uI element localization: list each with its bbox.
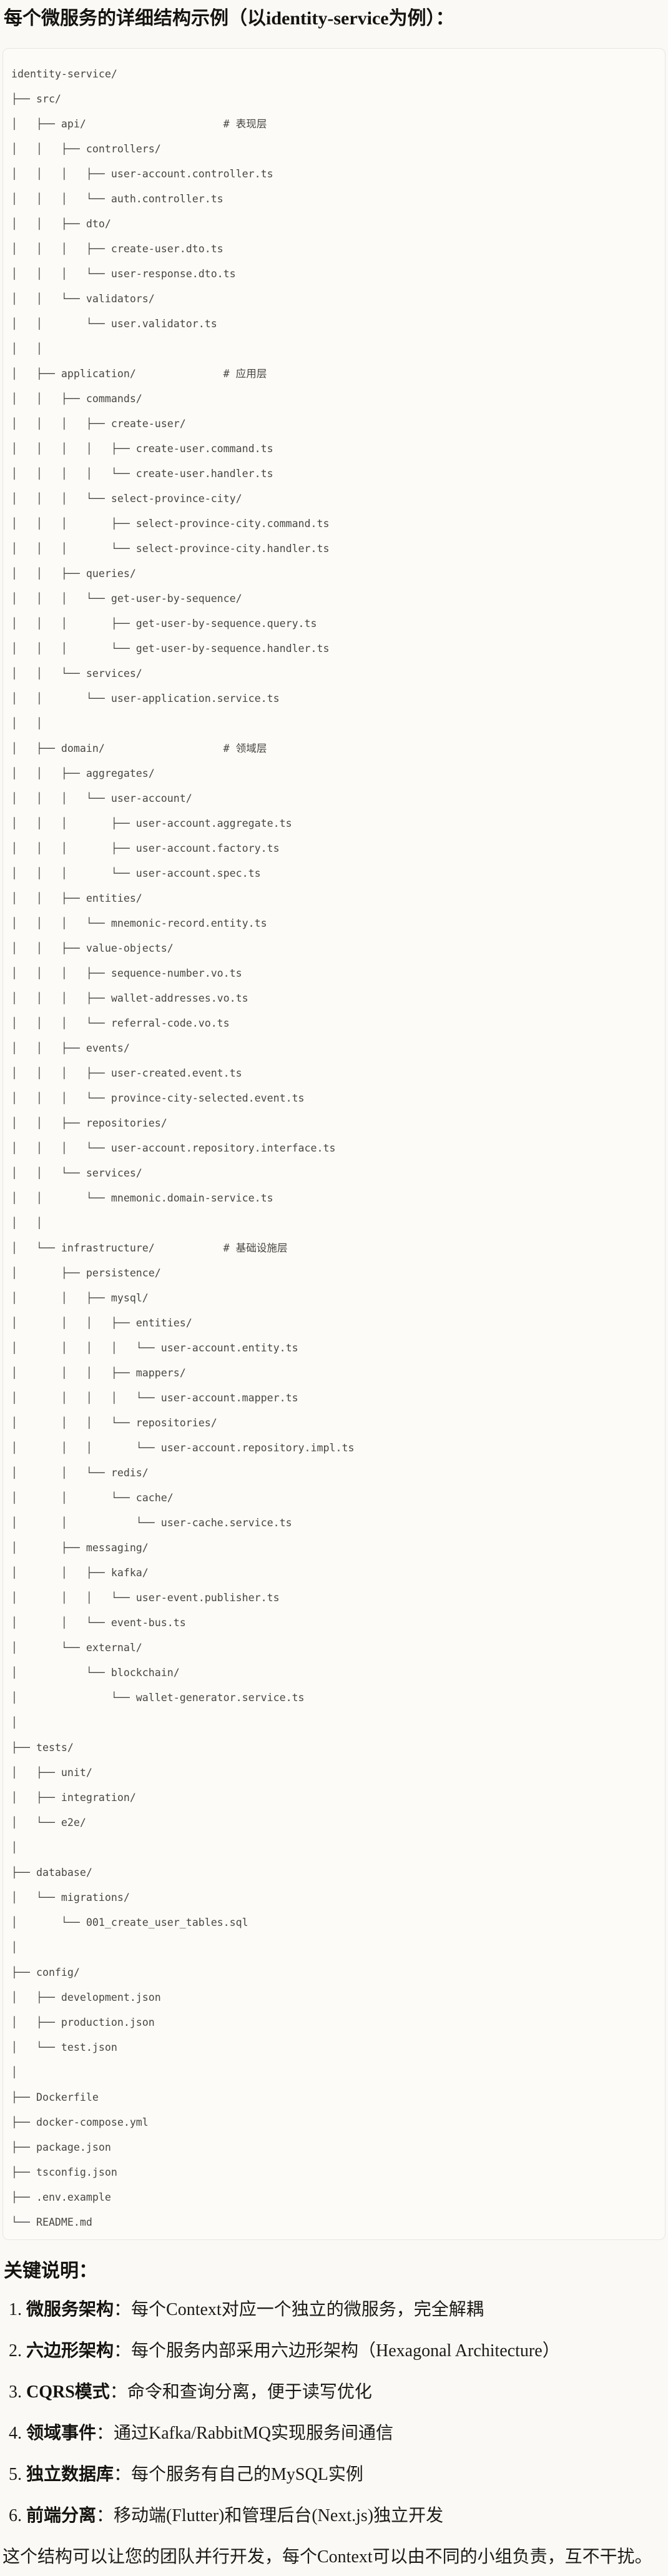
- list-item: 6.前端分离：移动端(Flutter)和管理后台(Next.js)独立开发: [2, 2504, 666, 2529]
- item-colon: ：: [114, 2300, 132, 2319]
- list-item: 1.微服务架构：每个Context对应一个独立的微服务，完全解耦: [2, 2297, 666, 2322]
- item-description: 每个Context对应一个独立的微服务，完全解耦: [131, 2300, 484, 2319]
- list-item: 2.六边形架构：每个服务内部采用六边形架构（Hexagonal Architec…: [2, 2339, 666, 2364]
- document-page: 每个微服务的详细结构示例（以identity-service为例）： ident…: [2, 5, 666, 2570]
- item-description: 通过Kafka/RabbitMQ实现服务间通信: [114, 2424, 393, 2443]
- item-number: 6.: [9, 2506, 22, 2525]
- item-number: 2.: [9, 2341, 22, 2361]
- item-description: 命令和查询分离，便于读写优化: [127, 2382, 372, 2402]
- item-number: 5.: [9, 2465, 22, 2484]
- item-colon: ：: [114, 2341, 132, 2361]
- item-term: 独立数据库: [26, 2465, 114, 2484]
- notes-heading: 关键说明：: [4, 2261, 97, 2281]
- item-number: 3.: [9, 2382, 22, 2402]
- item-colon: ：: [96, 2424, 114, 2443]
- item-colon: ：: [114, 2465, 132, 2484]
- item-colon: ：: [96, 2506, 114, 2525]
- item-description: 移动端(Flutter)和管理后台(Next.js)独立开发: [114, 2506, 444, 2525]
- item-description: 每个服务内部采用六边形架构（Hexagonal Architecture）: [131, 2341, 560, 2361]
- item-number: 4.: [9, 2424, 22, 2443]
- list-item: 4.领域事件：通过Kafka/RabbitMQ实现服务间通信: [2, 2421, 666, 2446]
- item-number: 1.: [9, 2300, 22, 2319]
- item-term: CQRS模式: [26, 2382, 110, 2402]
- list-item: 5.独立数据库：每个服务有自己的MySQL实例: [2, 2462, 666, 2487]
- page-title: 每个微服务的详细结构示例（以identity-service为例）：: [4, 8, 454, 29]
- item-colon: ：: [109, 2382, 127, 2402]
- closing-paragraph: 这个结构可以让您的团队并行开发，每个Context可以由不同的小组负责，互不干扰…: [2, 2547, 652, 2567]
- item-term: 领域事件: [26, 2424, 97, 2443]
- item-term: 前端分离: [26, 2506, 97, 2525]
- item-description: 每个服务有自己的MySQL实例: [131, 2465, 363, 2484]
- item-term: 微服务架构: [26, 2300, 114, 2319]
- list-item: 3.CQRS模式：命令和查询分离，便于读写优化: [2, 2380, 666, 2405]
- directory-tree-code-block: identity-service/ ├── src/ │ ├── api/ # …: [2, 48, 666, 2240]
- item-term: 六边形架构: [26, 2341, 114, 2361]
- directory-tree: identity-service/ ├── src/ │ ├── api/ # …: [11, 68, 355, 2228]
- notes-list: 1.微服务架构：每个Context对应一个独立的微服务，完全解耦 2.六边形架构…: [2, 2297, 666, 2529]
